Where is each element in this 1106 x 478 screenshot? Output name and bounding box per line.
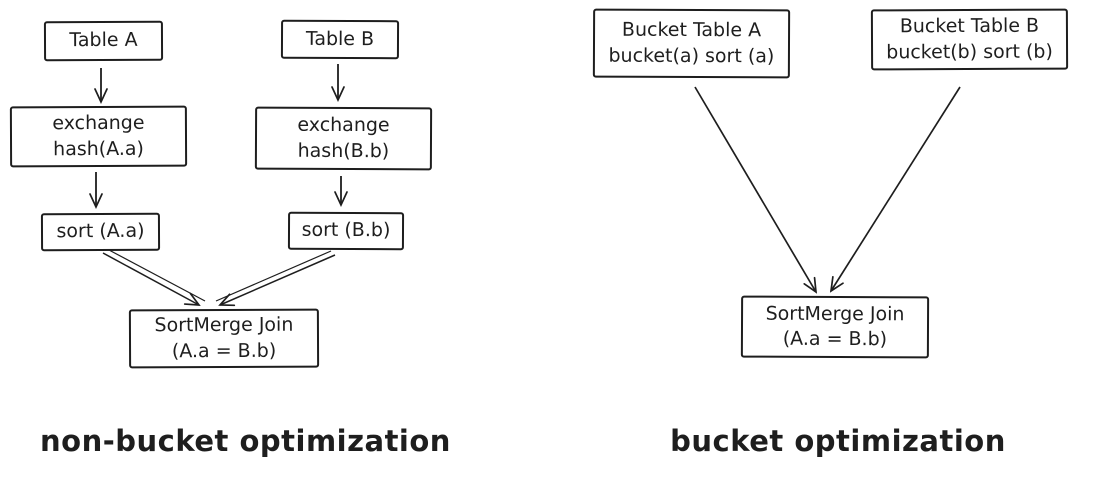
node-table-b: Table B: [280, 19, 400, 60]
node-bucket-table-b: Bucket Table B bucket(b) sort (b): [870, 8, 1069, 71]
node-exchange-a-line1: exchange: [52, 112, 145, 135]
caption-bucket-optimization: bucket optimization: [670, 424, 1006, 458]
node-exchange-b-line1: exchange: [297, 114, 390, 137]
node-bucket-table-b-line2: bucket(b) sort (b): [886, 40, 1053, 63]
node-bucket-table-a-line1: Bucket Table A: [621, 19, 762, 42]
node-sort-a-label: sort (A.a): [56, 220, 145, 243]
node-table-a: Table A: [43, 20, 164, 62]
node-bucket-table-a-line2: bucket(a) sort (a): [608, 44, 775, 67]
node-sortmerge-join-left-line1: SortMerge Join: [154, 314, 294, 337]
node-sortmerge-join-left-line2: (A.a = B.b): [171, 339, 277, 362]
caption-non-bucket-optimization: non-bucket optimization: [40, 424, 451, 458]
node-sortmerge-join-right-line2: (A.a = B.b): [782, 327, 888, 351]
arrow-sort-b-to-join: [215, 250, 336, 305]
node-exchange-b-line2: hash(B.b): [297, 139, 390, 162]
arrow-bucket-table-b-to-join: [831, 86, 961, 291]
node-exchange-a-line2: hash(A.a): [53, 137, 145, 160]
node-table-a-label: Table A: [69, 29, 138, 52]
node-sortmerge-join-left: SortMerge Join (A.a = B.b): [128, 308, 320, 369]
node-exchange-a: exchange hash(A.a): [9, 105, 188, 168]
node-exchange-b: exchange hash(B.b): [254, 106, 433, 171]
node-sort-a: sort (A.a): [40, 212, 161, 252]
node-bucket-table-b-line1: Bucket Table B: [899, 15, 1040, 38]
node-bucket-table-a: Bucket Table A bucket(a) sort (a): [592, 8, 791, 79]
node-table-b-label: Table B: [305, 27, 375, 51]
node-sortmerge-join-right-line1: SortMerge Join: [765, 302, 905, 326]
node-sort-b: sort (B.b): [287, 211, 405, 251]
arrow-sort-a-to-join: [102, 249, 206, 305]
node-sortmerge-join-right: SortMerge Join (A.a = B.b): [740, 295, 930, 359]
node-sort-b-label: sort (B.b): [301, 219, 391, 242]
arrow-bucket-table-a-to-join: [694, 86, 816, 292]
